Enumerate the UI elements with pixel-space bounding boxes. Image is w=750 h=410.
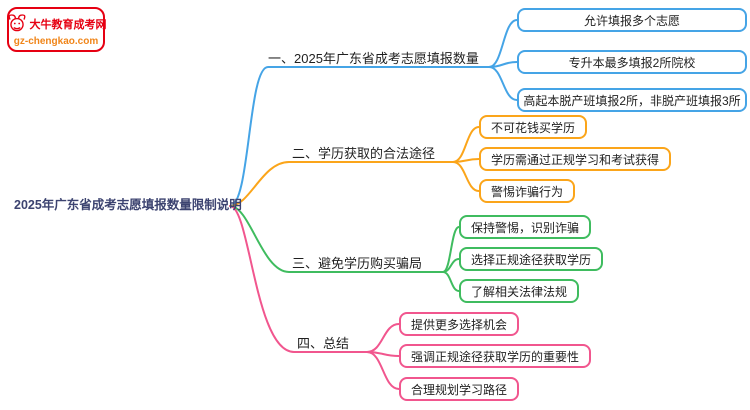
- branch-3-child-1: 保持警惕，识别诈骗: [459, 215, 592, 239]
- branch-4-child-3: 合理规划学习路径: [399, 377, 520, 401]
- branch-1-label: 一、2025年广东省成考志愿填报数量: [268, 51, 479, 66]
- logo-url: gz-chengkao.com: [13, 36, 99, 47]
- branch-2-child-1: 不可花钱买学历: [479, 115, 588, 139]
- branch-1-child-2: 专升本最多填报2所院校: [517, 50, 747, 74]
- branch-1-child-3: 高起本脱产班填报2所，非脱产班填报3所: [517, 88, 747, 112]
- branch-1-child-1: 允许填报多个志愿: [517, 8, 747, 32]
- branch-3-edges: [229, 205, 460, 292]
- mindmap-root-node: 2025年广东省成考志愿填报数量限制说明: [14, 198, 242, 212]
- bull-logo-icon: [8, 14, 25, 32]
- branch-2-edges: [229, 126, 480, 207]
- branch-2-label: 二、学历获取的合法途径: [292, 146, 436, 161]
- branch-4-child-2: 强调正规途径获取学历的重要性: [399, 344, 592, 368]
- branch-4-label: 四、总结: [297, 336, 350, 351]
- branch-3-label: 三、避免学历购买骗局: [292, 256, 423, 271]
- logo-title: 大牛教育成考网: [29, 19, 107, 31]
- branch-1-edges: [229, 19, 518, 207]
- branch-3-child-2: 选择正规途径获取学历: [459, 247, 604, 271]
- branch-2-child-2: 学历需通过正规学习和考试获得: [479, 147, 672, 171]
- branch-2-child-3: 警惕诈骗行为: [479, 179, 576, 203]
- site-logo: 大牛教育成考网 gz-chengkao.com: [6, 7, 107, 52]
- branch-4-edges: [229, 205, 400, 390]
- logo-row: 大牛教育成考网: [6, 13, 107, 35]
- branch-4-child-1: 提供更多选择机会: [399, 312, 520, 336]
- branch-3-child-3: 了解相关法律法规: [459, 279, 580, 303]
